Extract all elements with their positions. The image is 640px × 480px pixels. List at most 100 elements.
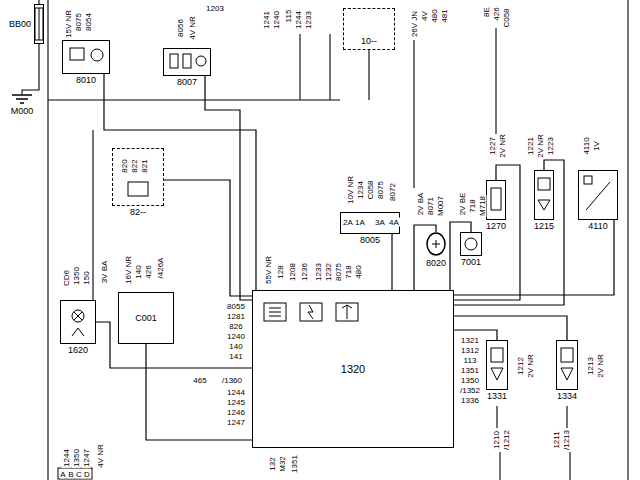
wire-number: 1247 [226, 418, 246, 427]
ground-symbol [12, 94, 32, 104]
wire [47, 0, 48, 480]
wire-number: 8054 [84, 12, 93, 32]
sensor-box: 4110 [578, 170, 618, 220]
sensor-symbol [465, 238, 477, 250]
wire-number: 3A [374, 218, 386, 227]
fuse-symbol [35, 8, 43, 40]
wire-number: 1211 [552, 430, 561, 449]
wire-number: 4V [420, 10, 429, 22]
wire-number: M32 [278, 455, 287, 473]
component-box: C001 [118, 292, 174, 344]
wire-number: 1212 [516, 356, 525, 376]
wire [48, 99, 340, 100]
wire [92, 130, 93, 300]
wire-number: 465 [192, 376, 207, 385]
wire-number: 2V BA [416, 192, 425, 217]
component-number: 1270 [485, 221, 507, 231]
wire-number: 1221 [526, 136, 535, 156]
wire [22, 44, 39, 94]
wire-number: 2V BE [458, 192, 467, 217]
wire-number: 718 [344, 264, 353, 279]
wire-number: 55V NR [264, 255, 273, 285]
relay-symbol [170, 54, 178, 68]
wire-number: C058 [502, 7, 511, 28]
wire [368, 50, 369, 100]
wire-number: 2V NR [498, 133, 507, 159]
wire-number: 718 [468, 198, 477, 213]
wire [329, 34, 330, 100]
wire [96, 322, 252, 368]
ecu-icon [269, 308, 281, 316]
wire-number: 826 [228, 322, 243, 331]
wire-number: /1360 [221, 376, 243, 385]
component-number: 8005 [359, 235, 381, 245]
wire-number: 2V NR [596, 353, 605, 379]
wire-number: 8056 [176, 18, 185, 38]
wire-number: 1232 [324, 262, 333, 282]
ecu-icon [264, 303, 286, 321]
pump-symbol [70, 48, 84, 60]
ground-symbol [12, 95, 32, 103]
ground-symbol: M000 [12, 94, 32, 104]
ecu-icon [342, 305, 352, 319]
relay-symbol [196, 56, 206, 66]
wire-number: 1244 [62, 448, 71, 468]
sensor-symbol [128, 182, 148, 196]
wire-number: /1213 [562, 429, 571, 451]
component-number: M000 [10, 106, 35, 116]
circle-outline [426, 232, 446, 256]
wire [205, 76, 252, 300]
wire-number: B [67, 469, 74, 478]
injector-symbol [561, 368, 573, 380]
wire [495, 28, 496, 134]
connector-symbol [58, 468, 92, 479]
relay-box: 8007 [163, 48, 211, 76]
wire-number: 140 [228, 342, 243, 351]
wire-number: /1212 [502, 429, 511, 451]
circle-outline [427, 233, 445, 255]
relay-box: 1215 [534, 170, 554, 220]
wire-number: 1234 [356, 180, 365, 200]
wire-number: 820 [120, 158, 129, 173]
wire-number: 15V NR [64, 9, 73, 39]
wire-number: 1336 [460, 396, 480, 405]
wire-number: 1203 [205, 4, 225, 13]
wire-number: 1351 [290, 454, 299, 474]
wire-number: 8E [482, 6, 491, 18]
wire-number: 1281 [226, 312, 246, 321]
ecu-box: 1320 [252, 290, 454, 448]
wire-number: 1213 [586, 356, 595, 376]
component-number: 7001 [460, 257, 482, 267]
component-number: BB00 [8, 19, 32, 29]
wire [413, 40, 414, 188]
lamp-symbol [72, 310, 84, 322]
wire [299, 34, 300, 100]
wire-number: 1241 [262, 10, 271, 30]
wire-number: C [75, 469, 83, 478]
sensor-circle: 8020 [426, 232, 446, 256]
component-number: 4110 [587, 221, 608, 231]
wire-number: 821 [140, 158, 149, 173]
wire-number: 1V [592, 140, 601, 152]
wire-number: 426 [492, 6, 501, 21]
sensor-symbol [586, 182, 610, 210]
wire [104, 74, 256, 290]
component-number: 1334 [556, 391, 578, 401]
sensor-symbol [432, 240, 440, 248]
wire-number: 4A [388, 218, 400, 227]
wire [499, 452, 500, 480]
wire-number: 481 [440, 8, 449, 23]
wire-number: 1240 [226, 332, 246, 341]
wire-number: 1233 [314, 262, 323, 282]
wire-number: 4V NR [96, 443, 105, 469]
wire-number: 1233 [304, 10, 313, 30]
wire-number: 8075 [334, 262, 343, 282]
wire-number: 4V NR [188, 15, 197, 41]
wire-number: D [83, 469, 91, 478]
component-number: 10-- [360, 36, 378, 46]
wire-number: 4110 [582, 136, 591, 155]
wire-number: 1223 [546, 136, 555, 156]
